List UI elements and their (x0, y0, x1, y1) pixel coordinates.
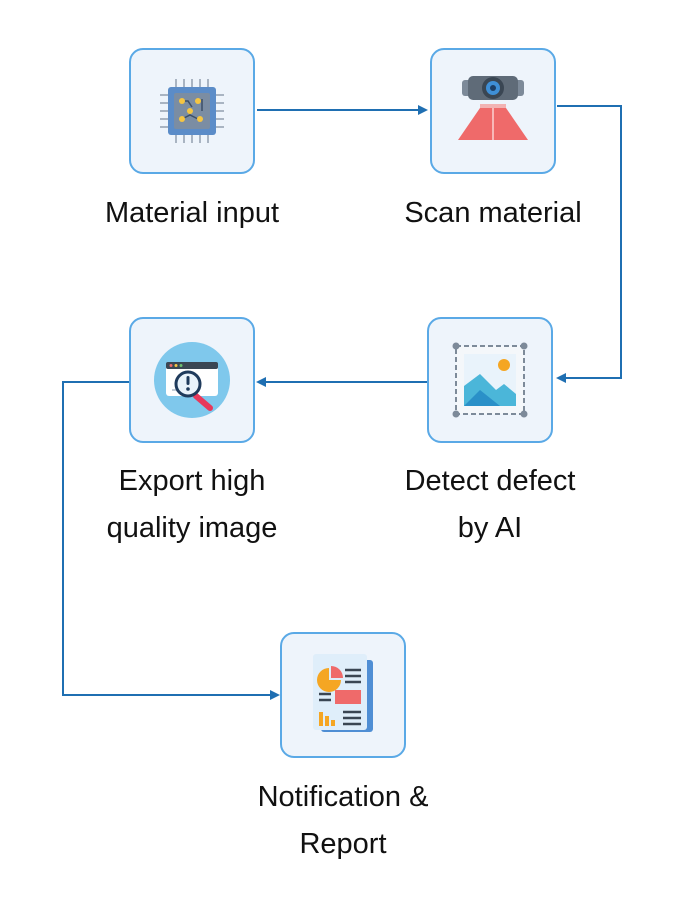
node-notification-report (280, 632, 406, 758)
scanner-icon (458, 76, 528, 140)
magnifier-alert-icon (154, 342, 230, 418)
connector-export-to-report (62, 381, 280, 700)
label-export-image: Export high quality image (106, 465, 278, 544)
label-detect-defect: Detect defect by AI (404, 465, 576, 544)
label-scan-material: Scan material (404, 197, 582, 229)
node-scan-material (430, 48, 556, 174)
label-material-input: Material input (104, 197, 280, 229)
connector-scan-to-detect (556, 105, 622, 383)
chip-icon (160, 79, 224, 143)
node-detect-defect (427, 317, 553, 443)
node-export-image (129, 317, 255, 443)
label-notification-report: Notification & Report (257, 781, 429, 860)
report-document-icon (313, 654, 373, 732)
image-detection-icon (452, 342, 528, 418)
node-material-input (129, 48, 255, 174)
